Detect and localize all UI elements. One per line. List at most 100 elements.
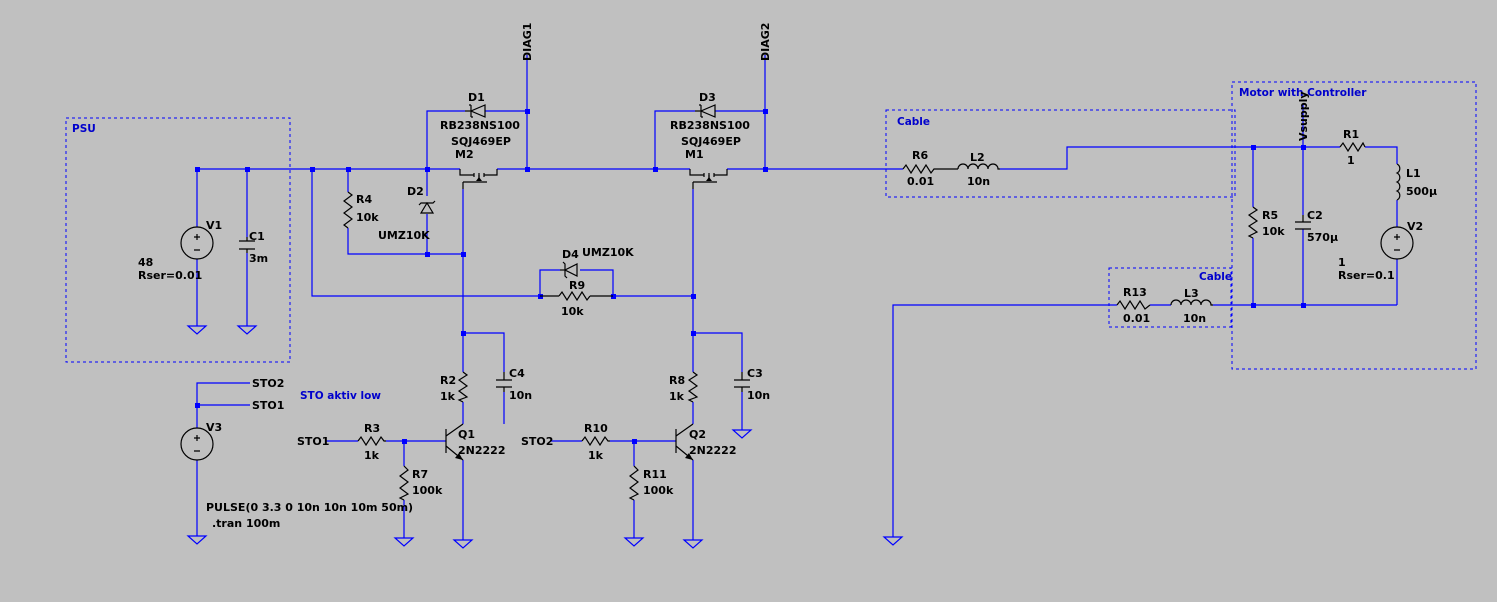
- q1-value: 2N2222: [458, 444, 505, 457]
- c4-capacitor[interactable]: [496, 372, 512, 392]
- d1-value: RB238NS100: [440, 119, 520, 132]
- diag2-label: DIAG2: [759, 23, 772, 61]
- d3-ref: D3: [699, 91, 716, 104]
- l1-ref: L1: [1406, 167, 1421, 180]
- m2-mosfet[interactable]: [459, 169, 498, 189]
- psu-label: PSU: [72, 123, 96, 135]
- v3-ref: V3: [206, 421, 222, 434]
- c2-capacitor[interactable]: [1295, 215, 1311, 230]
- d1-diode[interactable]: [465, 104, 486, 118]
- r9-resistor[interactable]: [540, 290, 613, 302]
- r3-ref: R3: [364, 422, 380, 435]
- r1-resistor[interactable]: [1339, 141, 1366, 153]
- c2-ref: C2: [1307, 209, 1323, 222]
- r9-ref: R9: [569, 279, 585, 292]
- c1-capacitor[interactable]: [239, 237, 255, 253]
- v1-ref: V1: [206, 219, 222, 232]
- d4-value: UMZ10K: [582, 246, 634, 259]
- r5-value: 10k: [1262, 225, 1285, 238]
- d3-diode[interactable]: [695, 104, 716, 118]
- c3-value: 10n: [747, 389, 770, 402]
- cable2-label: Cable: [1199, 271, 1232, 283]
- r3-resistor[interactable]: [357, 435, 386, 447]
- m1-value: SQJ469EP: [681, 135, 741, 148]
- r7-resistor[interactable]: [398, 465, 410, 501]
- r2-ref: R2: [440, 374, 456, 387]
- junctions: [195, 109, 1306, 444]
- v3-value: PULSE(0 3.3 0 10n 10n 10m 50m): [206, 501, 413, 514]
- r11-value: 100k: [643, 484, 674, 497]
- v1-rser: Rser=0.01: [138, 269, 202, 282]
- m1-mosfet[interactable]: [689, 169, 728, 189]
- r2-value: 1k: [440, 390, 456, 403]
- r6-resistor[interactable]: [902, 163, 958, 175]
- v2-source[interactable]: [1380, 226, 1414, 260]
- grounds: [186, 325, 904, 549]
- motor-label: Motor with Controller: [1239, 87, 1367, 99]
- d3-value: RB238NS100: [670, 119, 750, 132]
- m2-ref: M2: [455, 148, 474, 161]
- r8-resistor[interactable]: [687, 371, 699, 403]
- d4-ref: D4: [562, 248, 579, 261]
- c4-value: 10n: [509, 389, 532, 402]
- r13-value: 0.01: [1123, 312, 1150, 325]
- c1-value: 3m: [249, 252, 268, 265]
- r3-value: 1k: [364, 449, 380, 462]
- r2-resistor[interactable]: [457, 371, 469, 403]
- r10-resistor[interactable]: [581, 435, 610, 447]
- wires: [196, 55, 1398, 540]
- l1-inductor[interactable]: [1395, 163, 1401, 201]
- r7-value: 100k: [412, 484, 443, 497]
- v1-source[interactable]: [180, 226, 214, 260]
- r11-ref: R11: [643, 468, 667, 481]
- l3-inductor[interactable]: [1170, 299, 1213, 306]
- r13-resistor[interactable]: [1116, 299, 1151, 311]
- c3-ref: C3: [747, 367, 763, 380]
- d1-ref: D1: [468, 91, 485, 104]
- m2-value: SQJ469EP: [451, 135, 511, 148]
- r11-resistor[interactable]: [628, 465, 640, 501]
- r4-ref: R4: [356, 193, 372, 206]
- sto2-source-label: STO2: [252, 377, 284, 390]
- d2-zener[interactable]: [418, 200, 436, 214]
- c4-ref: C4: [509, 367, 525, 380]
- v2-value: 1: [1338, 256, 1346, 269]
- r5-resistor[interactable]: [1247, 206, 1259, 239]
- d4-zener[interactable]: [560, 261, 578, 279]
- l3-value: 10n: [1183, 312, 1206, 325]
- d2-value: UMZ10K: [378, 229, 430, 242]
- l2-ref: L2: [970, 151, 985, 164]
- l2-inductor[interactable]: [957, 163, 1000, 170]
- r7-ref: R7: [412, 468, 428, 481]
- cable2-box: [1108, 267, 1232, 328]
- l3-ref: L3: [1184, 287, 1199, 300]
- v1-value: 48: [138, 256, 153, 269]
- cable1-box: [885, 109, 1236, 198]
- r1-ref: R1: [1343, 128, 1359, 141]
- q2-transistor[interactable]: [675, 423, 694, 461]
- r8-value: 1k: [669, 390, 685, 403]
- q2-value: 2N2222: [689, 444, 736, 457]
- v2-ref: V2: [1407, 220, 1423, 233]
- r4-resistor[interactable]: [343, 191, 353, 229]
- tran-directive[interactable]: .tran 100m: [212, 517, 280, 530]
- q1-transistor[interactable]: [445, 423, 464, 461]
- cable1-label: Cable: [897, 116, 930, 128]
- c2-value: 570µ: [1307, 231, 1338, 244]
- v2-rser: Rser=0.1: [1338, 269, 1395, 282]
- m1-ref: M1: [685, 148, 704, 161]
- motor-box: [1231, 81, 1477, 370]
- r9-value: 10k: [561, 305, 584, 318]
- q1-ref: Q1: [458, 428, 475, 441]
- diag1-label: DIAG1: [521, 23, 534, 61]
- sto-comment: STO aktiv low: [300, 390, 381, 402]
- r6-ref: R6: [912, 149, 928, 162]
- vsupply-label: Vsupply: [1297, 91, 1310, 141]
- r4-value: 10k: [356, 211, 379, 224]
- r13-ref: R13: [1123, 286, 1147, 299]
- d2-ref: D2: [407, 185, 424, 198]
- v3-source[interactable]: [180, 427, 214, 461]
- c3-capacitor[interactable]: [734, 372, 750, 392]
- sto1-net-label: STO1: [297, 435, 329, 448]
